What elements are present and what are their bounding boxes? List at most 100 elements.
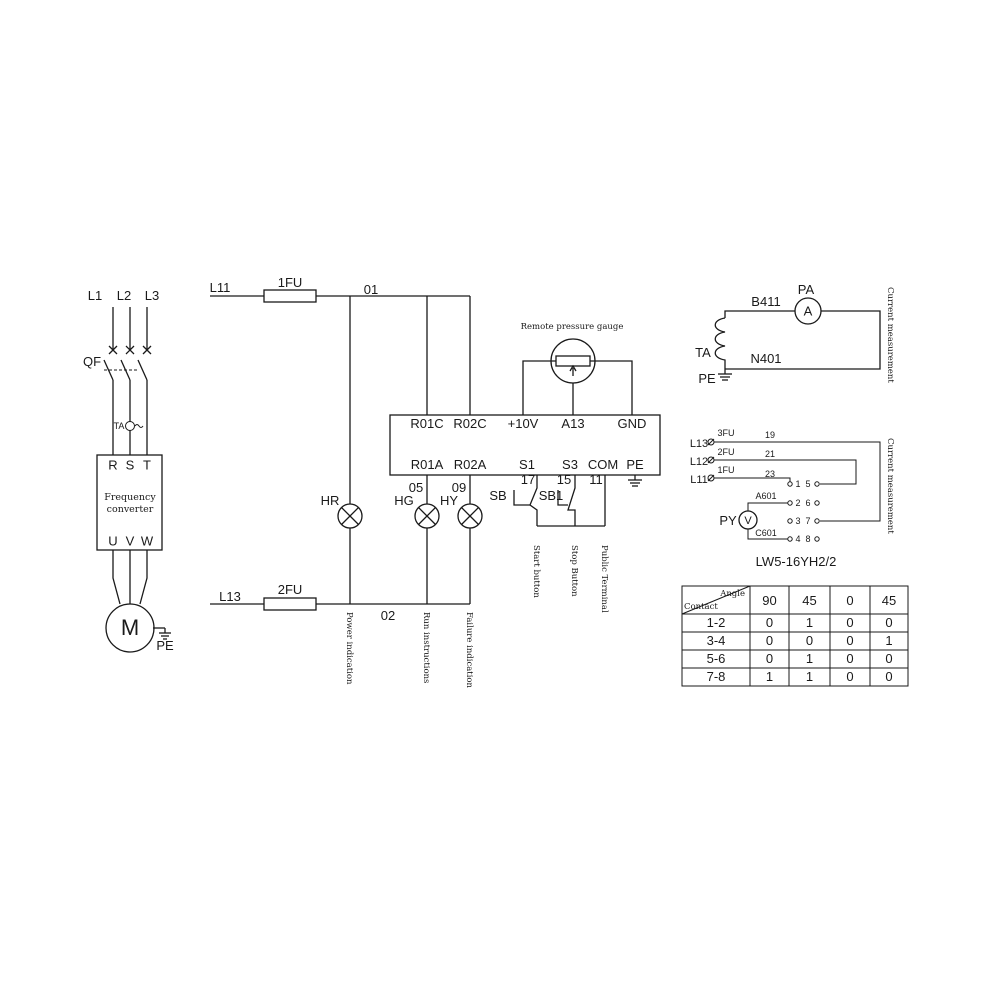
- motor-ground-label: PE: [156, 638, 174, 653]
- output-w-label: W: [141, 533, 154, 548]
- switch-contacts: 1 5 2 6 3 7 4 8: [787, 479, 820, 544]
- table-value-cell: 0: [766, 615, 773, 630]
- lamp-hr-label: HR: [321, 493, 340, 508]
- terminal-block: [389, 414, 661, 476]
- motor-leads: [112, 550, 148, 605]
- phase-l3-label: L3: [145, 288, 159, 303]
- note-start-button: Start button: [531, 545, 541, 598]
- voltmeter-circuit: L13 L12 L11 3FU 2FU 1FU 19 21 23 1 5 2 6…: [690, 428, 895, 569]
- term-com: COM: [588, 457, 618, 472]
- vertical-notes: Power indication Run instructions Failur…: [344, 545, 609, 689]
- table-value-cell: 0: [885, 651, 892, 666]
- table-row: 5-6 0 1 0 0: [707, 651, 893, 666]
- contact-2: 2: [795, 498, 800, 508]
- table-angle-header: 45: [802, 593, 816, 608]
- volt-wire-21: 21: [765, 449, 775, 459]
- switch-model-label: LW5-16YH2/2: [756, 554, 837, 569]
- small-ct-label: TA: [114, 421, 125, 431]
- volt-line-l13: L13: [690, 438, 708, 450]
- contact-8: 8: [805, 534, 810, 544]
- control-circuit: L11 1FU 01 L13 2FU 02 HR R01C R02C +10V …: [210, 275, 661, 689]
- lamp-hy: [457, 503, 483, 529]
- term-a13: A13: [561, 416, 584, 431]
- breaker-x-marks: [108, 345, 152, 355]
- ammeter-ct-coil: [714, 317, 726, 369]
- converter-label-1: Frequency: [104, 492, 156, 503]
- table-angle-header: 90: [762, 593, 776, 608]
- contact-1: 1: [795, 479, 800, 489]
- ammeter-ct-label: TA: [695, 345, 711, 360]
- note-run-instructions: Run instructions: [421, 612, 431, 683]
- converter-label-2: converter: [107, 504, 154, 515]
- volt-wire-c601: C601: [755, 528, 777, 538]
- table-contact-cell: 5-6: [707, 651, 726, 666]
- wire-n401: N401: [750, 351, 781, 366]
- term-r02c: R02C: [453, 416, 486, 431]
- table-corner-angle: Angle: [719, 589, 745, 599]
- table-contact-cell: 3-4: [707, 633, 726, 648]
- voltmeter-label: PY: [719, 513, 737, 528]
- fuse-top-label: 1FU: [278, 275, 303, 290]
- term-r01a: R01A: [411, 457, 444, 472]
- term-r01c: R01C: [410, 416, 443, 431]
- table-angle-header: 0: [846, 593, 853, 608]
- table-contact-cell: 1-2: [707, 615, 726, 630]
- table-row: 7-8 1 1 0 0: [707, 669, 893, 684]
- contact-3: 3: [795, 516, 800, 526]
- contact-6: 6: [805, 498, 810, 508]
- lamp-hr: [337, 503, 363, 529]
- term-10v: +10V: [508, 416, 539, 431]
- volt-wire-23: 23: [765, 469, 775, 479]
- volt-fuse-marks: [707, 438, 715, 482]
- table-row: 3-4 0 0 0 1: [707, 633, 893, 648]
- table-value-cell: 1: [806, 651, 813, 666]
- voltmeter-symbol: V: [744, 515, 752, 527]
- ammeter-circuit: PA A B411 N401 TA PE Current measurement: [695, 282, 895, 386]
- contact-table: Angle Contact 90 45 0 45 1-2 0 1 0 0 3-4…: [681, 585, 909, 687]
- term-r02a: R02A: [454, 457, 487, 472]
- fuse-bottom-label: 2FU: [278, 582, 303, 597]
- stop-button: [557, 475, 576, 526]
- block-ground-icon: [628, 475, 642, 487]
- contact-4: 4: [795, 534, 800, 544]
- lamp-hg-label: HG: [394, 493, 414, 508]
- volt-wire-a601: A601: [755, 491, 776, 501]
- wire-b411: B411: [751, 294, 780, 309]
- wire-05: 05: [409, 480, 423, 495]
- term-s1: S1: [519, 457, 535, 472]
- fuse-top: [263, 289, 317, 303]
- lamp-hg: [414, 503, 440, 529]
- stop-button-label: SB1: [539, 488, 564, 503]
- volt-fuse-3fu: 3FU: [717, 428, 734, 438]
- wire-17: 17: [521, 472, 535, 487]
- breaker-contacts: [103, 359, 148, 381]
- com-wire: [537, 475, 606, 527]
- fuse-bottom: [263, 597, 317, 611]
- line-bottom-label: L13: [219, 589, 241, 604]
- phase-l2-label: L2: [117, 288, 131, 303]
- note-public-terminal: Public Terminal: [599, 545, 609, 613]
- wire-15: 15: [557, 472, 571, 487]
- voltmeter-circle: [738, 510, 758, 530]
- term-s3: S3: [562, 457, 578, 472]
- frequency-converter-box: [96, 454, 163, 551]
- wire-11: 11: [589, 472, 603, 487]
- term-pe: PE: [626, 457, 644, 472]
- node-bottom-label: 02: [381, 608, 395, 623]
- volt-fuse-2fu: 2FU: [717, 447, 734, 457]
- contact-5: 5: [805, 479, 810, 489]
- output-v-label: V: [126, 533, 135, 548]
- table-value-cell: 0: [766, 633, 773, 648]
- term-gnd: GND: [618, 416, 647, 431]
- ammeter-ground-label: PE: [698, 371, 716, 386]
- table-row: 1-2 0 1 0 0: [707, 615, 893, 630]
- ammeter-note: Current measurement: [885, 287, 895, 383]
- wire-09: 09: [452, 480, 466, 495]
- output-u-label: U: [108, 533, 117, 548]
- motor-label: M: [121, 615, 139, 640]
- table-angle-header: 45: [882, 593, 896, 608]
- input-t-label: T: [143, 457, 151, 472]
- power-circuit: L1 L2 L3 QF TA R: [83, 288, 174, 653]
- phase-lines-lower: [112, 380, 148, 455]
